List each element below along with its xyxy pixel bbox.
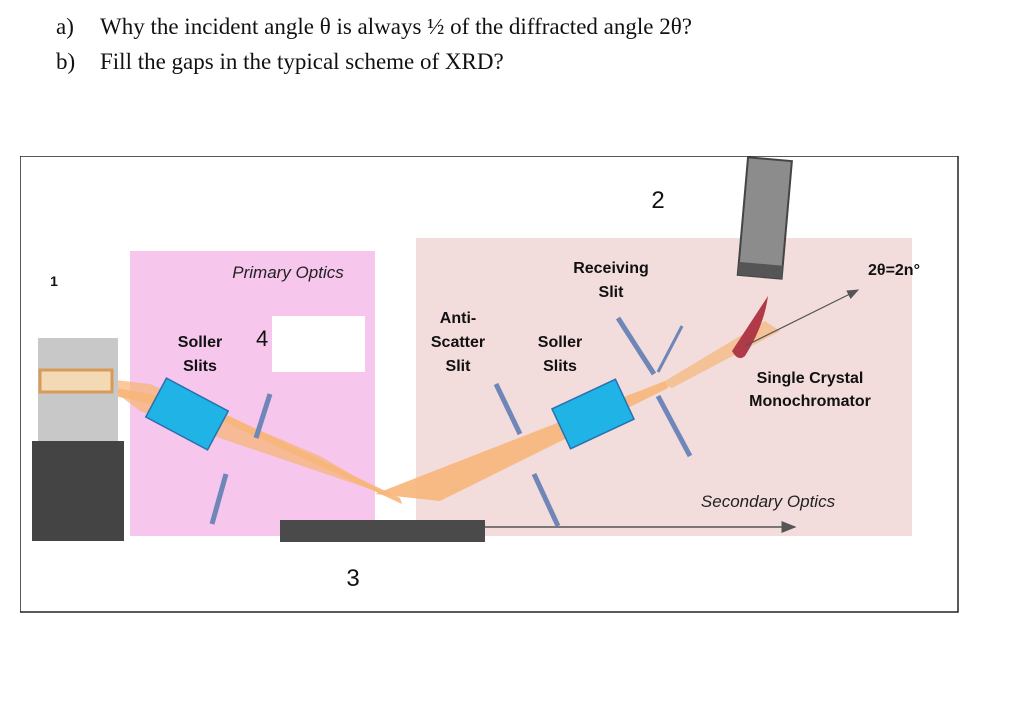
label-soller-slits-right-line2: Slits [543, 358, 577, 375]
monochromator-crystal [732, 296, 768, 359]
label-receiving-slit-line2: Slit [599, 284, 625, 301]
label-anti-scatter-line2: Scatter [431, 334, 485, 351]
label-receiving-slit-line1: Receiving [573, 260, 649, 277]
label-anti-scatter-line1: Anti- [440, 310, 476, 327]
label-primary-optics: Primary Optics [232, 263, 344, 282]
label-number-2: 2 [651, 187, 664, 214]
label-two-theta: 2θ=2n° [868, 262, 920, 279]
answer-blank-box [272, 316, 365, 372]
xrd-scheme-diagram: 1 2 3 4 Primary Optics Secondary Optics … [20, 156, 959, 613]
label-monochromator-line1: Single Crystal [757, 370, 864, 387]
question-a-text: Why the incident angle θ is always ½ of … [100, 14, 692, 39]
divergence-slit-lower [209, 473, 229, 525]
anti-scatter-slit-lower [531, 472, 561, 528]
sample-holder [280, 520, 485, 542]
receiving-slit-upper [615, 316, 657, 376]
question-a: a) Why the incident angle θ is always ½ o… [56, 14, 692, 40]
receiving-slit-mark [656, 325, 684, 373]
question-a-label: a) [56, 14, 74, 39]
label-monochromator-line2: Monochromator [749, 393, 871, 410]
detector [736, 156, 793, 280]
label-anti-scatter-line3: Slit [446, 358, 472, 375]
two-theta-arrow [744, 289, 860, 347]
anti-scatter-slit-upper [493, 382, 523, 436]
xray-tube-base [32, 441, 124, 541]
question-b-label: b) [56, 49, 76, 74]
label-soller-slits-left-line2: Slits [183, 358, 217, 375]
soller-slits-primary [144, 377, 230, 451]
label-number-3: 3 [346, 565, 359, 592]
question-b-text: Fill the gaps in the typical scheme of X… [100, 49, 504, 74]
label-number-4: 4 [256, 326, 268, 351]
label-soller-slits-right-line1: Soller [538, 334, 582, 351]
label-number-1: 1 [50, 273, 58, 289]
receiving-slit-lower [655, 394, 693, 458]
soller-slits-secondary [550, 378, 636, 450]
label-secondary-optics: Secondary Optics [701, 492, 836, 511]
xray-tube-window [38, 368, 114, 394]
label-soller-slits-left-line1: Soller [178, 334, 222, 351]
divergence-slit-upper [253, 393, 273, 439]
question-b: b) Fill the gaps in the typical scheme of… [56, 49, 504, 75]
